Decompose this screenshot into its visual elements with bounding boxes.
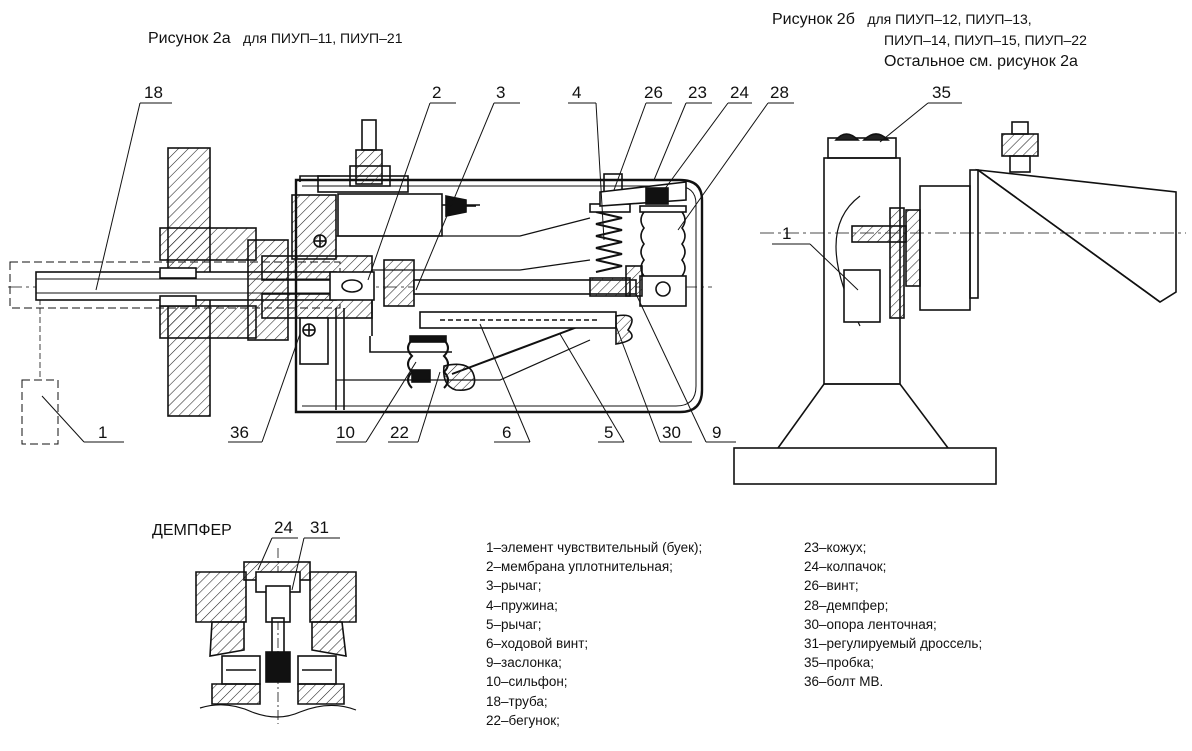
cover-23 [294,178,704,414]
lever-5 [451,319,597,375]
legend-item: 35–пробка; [804,655,875,671]
callout-31: 31 [310,518,329,537]
legend-item: 31–регулируемый дроссель; [804,636,983,652]
spring-4 [595,211,623,273]
callout-3: 3 [496,83,505,102]
legend-item: 36–болт МВ. [804,674,884,690]
legend-item: 4–пружина; [486,597,558,613]
caption-fig-2b-subtitle-2: ПИУП–14, ПИУП–15, ПИУП–22 [884,32,1087,48]
legend-item: 28–демпфер; [804,597,889,613]
callout-9: 9 [712,423,721,442]
callout-24-d: 24 [274,518,293,537]
legend-item: 30–опора ленточная; [804,616,937,632]
legend-item: 10–сильфон; [486,674,568,690]
callout-22: 22 [390,423,409,442]
figure-2a: 18 2 3 4 26 23 24 28 1 36 10 22 6 5 30 9 [8,83,794,445]
callout-23: 23 [688,83,707,102]
legend-item: 9–заслонка; [486,655,562,671]
callout-2: 2 [432,83,441,102]
caption-fig-2b-title: Рисунок 2б [772,11,855,28]
legend-item: 3–рычаг; [486,578,542,594]
callout-28: 28 [770,83,789,102]
legend-item: 22–бегунок; [486,712,560,728]
caption-fig-2a: Рисунок 2а для ПИУП–11, ПИУП–21 [148,30,402,48]
callout-18: 18 [144,83,163,102]
callout-1-b: 1 [782,224,791,243]
callout-1: 1 [98,423,107,442]
callout-24: 24 [730,83,749,102]
legend-item: 1–элемент чувствительный (буек); [486,540,703,555]
caption-fig-2b: Рисунок 2б для ПИУП–12, ПИУП–13, [772,11,1032,29]
callout-35: 35 [932,83,951,102]
figure-2b: 35 1 [733,83,1186,485]
legend-item: 5–рычаг; [486,616,542,632]
damper-section: 24 31 [195,518,357,724]
callout-36: 36 [230,423,249,442]
legend-item: 18–труба; [486,693,548,709]
callout-6: 6 [502,423,511,442]
callout-26: 26 [644,83,663,102]
legend-column-1: 1–элемент чувствительный (буек); 2–мембр… [486,538,702,730]
caption-fig-2b-subtitle-1: для ПИУП–12, ПИУП–13, [867,11,1032,27]
legend-item: 2–мембрана уплотнительная; [486,559,673,575]
legend-item: 24–колпачок; [804,559,887,575]
callout-10: 10 [336,423,355,442]
legend-item: 26–винт; [804,578,859,594]
legend-item: 6–ходовой винт; [486,636,589,652]
caption-fig-2a-subtitle: для ПИУП–11, ПИУП–21 [243,30,403,46]
callout-30: 30 [662,423,681,442]
callout-4: 4 [572,83,581,102]
legend-column-2: 23–кожух; 24–колпачок; 26–винт; 28–демпф… [804,538,982,692]
caption-fig-2a-title: Рисунок 2а [148,30,231,47]
callout-5: 5 [604,423,613,442]
caption-fig-2b-note: Остальное см. рисунок 2а [884,53,1078,70]
damper-title: ДЕМПФЕР [152,522,232,539]
legend-item: 23–кожух; [804,540,867,555]
